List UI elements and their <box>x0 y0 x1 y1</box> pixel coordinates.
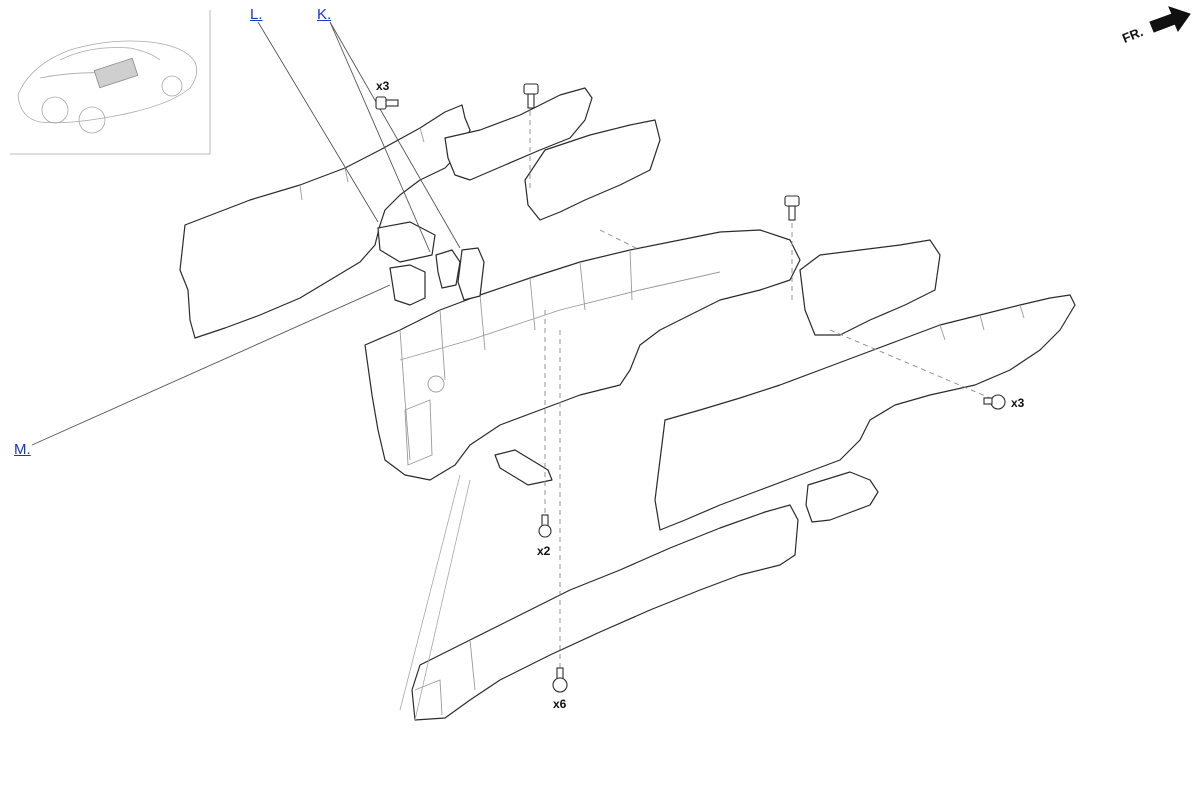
rear-vent-panel <box>524 119 661 221</box>
rear-upper-trim <box>444 87 593 181</box>
callout-link-k[interactable]: K. <box>317 6 332 23</box>
quantity-label-bottom: x6 <box>553 697 567 711</box>
front-vent-panel-right <box>799 239 941 336</box>
socket-cover <box>457 247 485 301</box>
rear-air-duct <box>411 504 799 721</box>
console-bracket <box>494 449 553 486</box>
power-socket <box>435 249 461 289</box>
callout-link-m[interactable]: M. <box>14 441 31 458</box>
front-direction-arrow-icon <box>1149 6 1191 33</box>
highlighted-console-area <box>93 57 139 89</box>
clip-fastener-top <box>523 83 539 109</box>
screw-top-left <box>375 96 399 110</box>
car-outline-thumbnail <box>17 40 198 134</box>
console-side-panel-left <box>179 104 471 339</box>
switch-bracket <box>377 221 436 263</box>
clip-fastener-mid <box>784 195 800 221</box>
quantity-label-top-left: x3 <box>376 79 390 93</box>
screw-bottom <box>552 667 568 693</box>
switch-module <box>389 264 426 306</box>
duct-connector <box>805 471 879 523</box>
screw-right <box>983 394 1006 410</box>
callout-link-l[interactable]: L. <box>250 6 263 23</box>
quantity-label-center: x2 <box>537 544 551 558</box>
quantity-label-right: x3 <box>1011 396 1025 410</box>
vehicle-locator-inset <box>10 10 211 155</box>
screw-center <box>538 514 552 538</box>
console-side-panel-right <box>654 294 1076 531</box>
